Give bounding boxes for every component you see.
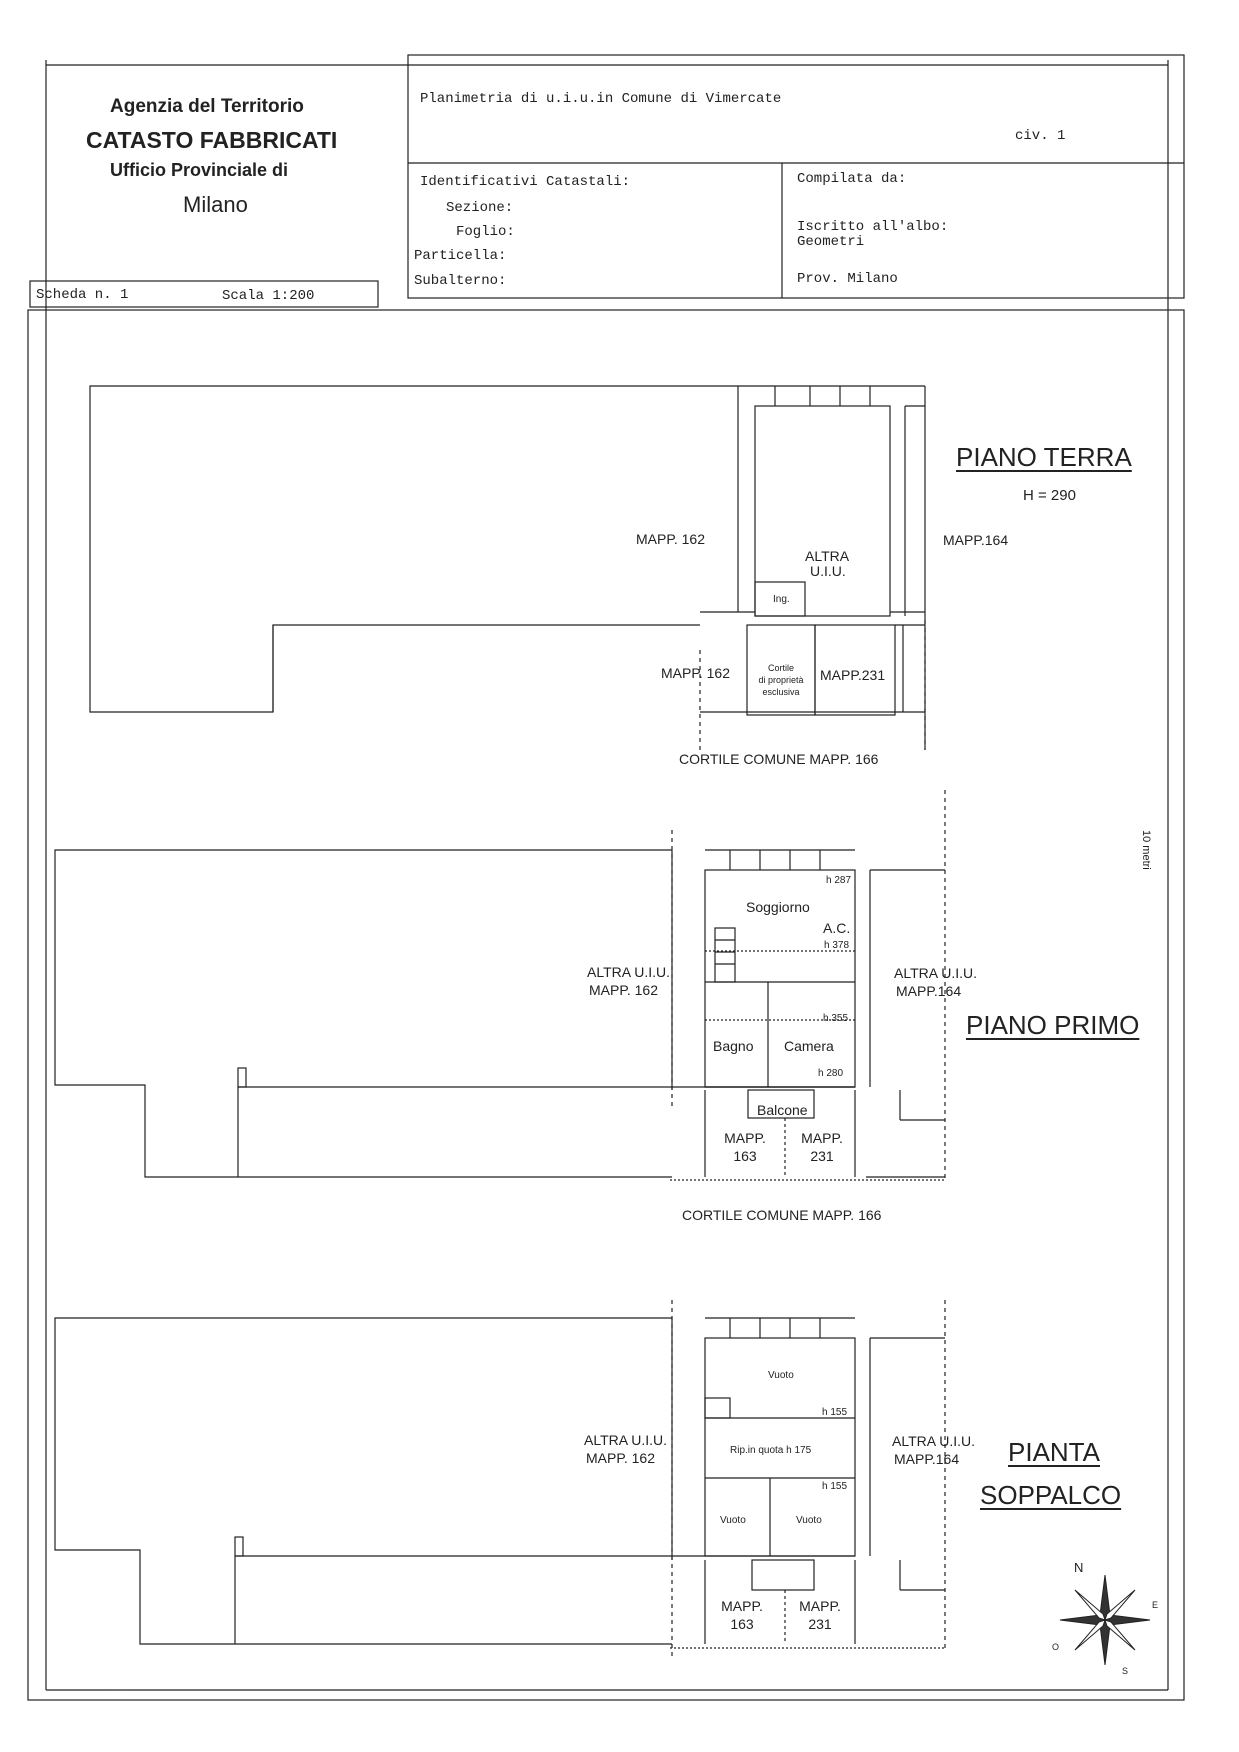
first-left-unit-2: MAPP. 162 bbox=[589, 982, 659, 998]
mezzanine-void-left: Vuoto bbox=[720, 1515, 746, 1526]
ground-other-unit-1: ALTRA bbox=[805, 548, 850, 564]
mezzanine-right-unit-1: ALTRA U.I.U. bbox=[892, 1433, 975, 1449]
mezzanine-h155-b: h 155 bbox=[822, 1481, 848, 1492]
mezzanine-plan bbox=[54, 1300, 946, 1660]
ground-mapp162-a: MAPP. 162 bbox=[636, 531, 706, 547]
register-label: Iscritto all'albo: bbox=[797, 219, 949, 235]
first-balcony: Balcone bbox=[757, 1102, 808, 1118]
first-living-room: Soggiorno bbox=[746, 899, 810, 915]
ground-courtyard-1: Cortile bbox=[767, 663, 794, 673]
ground-entrance: Ing. bbox=[773, 594, 790, 605]
subaltern-label: Subalterno: bbox=[414, 273, 507, 289]
mezzanine-void-top: Vuoto bbox=[768, 1370, 794, 1381]
compass-east: E bbox=[1152, 1600, 1159, 1610]
sheet-label: Foglio: bbox=[456, 224, 515, 240]
ground-mapp231: MAPP.231 bbox=[820, 667, 886, 683]
mezzanine-left-unit-1: ALTRA U.I.U. bbox=[584, 1432, 667, 1448]
first-mapp163-2: 163 bbox=[733, 1148, 757, 1164]
mezzanine-title-2: SOPPALCO bbox=[980, 1480, 1122, 1510]
mezzanine-h155-a: h 155 bbox=[822, 1407, 848, 1418]
ground-common-yard: CORTILE COMUNE MAPP. 166 bbox=[679, 751, 879, 767]
register-value: Geometri bbox=[797, 234, 865, 250]
first-h355: h 355 bbox=[823, 1013, 849, 1024]
compass-west: O bbox=[1052, 1642, 1060, 1652]
plan-title: Planimetria di u.i.u.in Comune di Vimerc… bbox=[420, 91, 782, 107]
mezzanine-mapp163-2: 163 bbox=[730, 1616, 754, 1632]
civic-number: civ. 1 bbox=[1015, 128, 1066, 144]
first-floor-title: PIANO PRIMO bbox=[966, 1010, 1140, 1040]
first-left-unit-1: ALTRA U.I.U. bbox=[587, 964, 670, 980]
first-h280: h 280 bbox=[818, 1068, 844, 1079]
first-mapp163-1: MAPP. bbox=[724, 1130, 766, 1146]
mezzanine-void-right: Vuoto bbox=[796, 1515, 822, 1526]
mezzanine-title-1: PIANTA bbox=[1008, 1437, 1100, 1467]
first-common-yard: CORTILE COMUNE MAPP. 166 bbox=[682, 1207, 882, 1223]
section-label: Sezione: bbox=[446, 200, 514, 216]
identifiers-title: Identificativi Catastali: bbox=[420, 174, 631, 190]
first-bedroom: Camera bbox=[784, 1038, 834, 1054]
office-name: Ufficio Provinciale di bbox=[110, 160, 289, 180]
sheet-number: Scheda n. 1 bbox=[36, 287, 129, 303]
scale-label: Scala 1:200 bbox=[222, 288, 315, 304]
city-name: Milano bbox=[183, 192, 248, 217]
first-mapp231-2: 231 bbox=[810, 1148, 834, 1164]
province-label: Prov. Milano bbox=[797, 271, 898, 287]
mezzanine-right-unit-2: MAPP.164 bbox=[894, 1451, 960, 1467]
ground-floor-title: PIANO TERRA bbox=[956, 442, 1132, 472]
first-bathroom: Bagno bbox=[713, 1038, 754, 1054]
first-mapp231-1: MAPP. bbox=[801, 1130, 843, 1146]
ground-courtyard-3: esclusiva bbox=[762, 687, 800, 697]
first-right-unit-2: MAPP.164 bbox=[896, 983, 962, 999]
compass-rose bbox=[1059, 1574, 1151, 1666]
header-box bbox=[407, 54, 1185, 299]
compiled-by-label: Compilata da: bbox=[797, 171, 907, 187]
mezzanine-mapp231-2: 231 bbox=[808, 1616, 832, 1632]
ground-mapp164: MAPP.164 bbox=[943, 532, 1009, 548]
first-right-unit-1: ALTRA U.I.U. bbox=[894, 965, 977, 981]
mezzanine-mapp231-1: MAPP. bbox=[799, 1598, 841, 1614]
first-floor-plan bbox=[54, 790, 946, 1181]
registry-name: CATASTO FABBRICATI bbox=[86, 127, 338, 153]
mezzanine-mapp163-1: MAPP. bbox=[721, 1598, 763, 1614]
mezzanine-left-unit-2: MAPP. 162 bbox=[586, 1450, 656, 1466]
ground-courtyard-2: di proprietà bbox=[758, 675, 804, 685]
agency-name: Agenzia del Territorio bbox=[110, 96, 304, 117]
drawing-frame bbox=[27, 309, 1185, 1701]
mezzanine-storage: Rip.in quota h 175 bbox=[730, 1445, 812, 1456]
compass-south: S bbox=[1122, 1666, 1129, 1676]
ground-floor-plan bbox=[89, 385, 926, 750]
first-h287: h 287 bbox=[826, 875, 852, 886]
ground-floor-height: H = 290 bbox=[1023, 487, 1076, 504]
first-ac: A.C. bbox=[823, 920, 851, 936]
parcel-label: Particella: bbox=[414, 248, 507, 264]
scale-bar-note: 10 metri bbox=[1140, 830, 1152, 870]
compass-north: N bbox=[1074, 1560, 1084, 1575]
scale-box bbox=[29, 280, 379, 308]
ground-mapp162-b: MAPP. 162 bbox=[661, 665, 731, 681]
first-h378: h 378 bbox=[824, 940, 850, 951]
ground-other-unit-2: U.I.U. bbox=[810, 563, 846, 579]
